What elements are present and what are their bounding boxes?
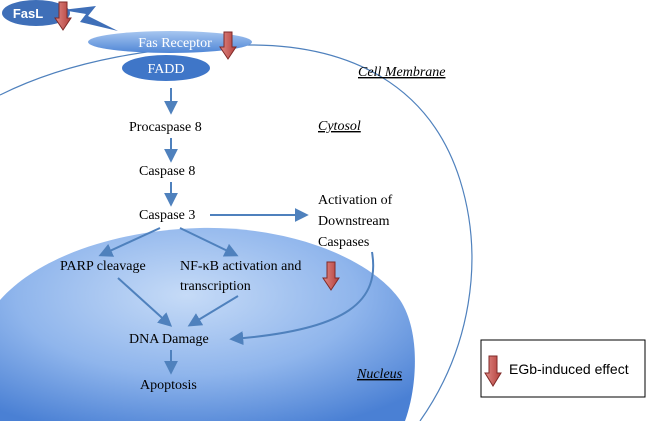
cell-membrane-outline xyxy=(0,44,473,421)
legend-text: EGb-induced effect xyxy=(509,361,629,377)
fas-receptor-ellipse xyxy=(88,31,252,53)
nucleus-region xyxy=(0,227,415,421)
downstream-line-1: Activation of xyxy=(318,193,393,208)
fas-receptor-label: Fas Receptor xyxy=(138,36,212,51)
egb-effect-arrow-fas-receptor xyxy=(219,31,237,60)
egb-effect-arrow-nfkb xyxy=(322,261,340,291)
lightning-bolt-icon xyxy=(62,6,118,31)
dna-damage-node: DNA Damage xyxy=(129,332,209,347)
arrow-parp-to-dna-damage xyxy=(117,277,173,327)
arrow-downstream-to-dna-damage xyxy=(229,251,375,346)
arrow-caspase3-to-nfkb xyxy=(179,227,239,257)
caspase3-node: Caspase 3 xyxy=(139,208,195,223)
procaspase8-node: Procaspase 8 xyxy=(129,120,202,135)
downstream-caspases-node: Activation of Downstream Caspases xyxy=(318,193,396,250)
fasl-label: FasL xyxy=(13,6,43,21)
nfkb-line-1: NF-κB activation and xyxy=(180,259,301,274)
caspase8-node: Caspase 8 xyxy=(139,164,195,179)
fadd-label: FADD xyxy=(147,62,184,77)
apoptosis-node: Apoptosis xyxy=(140,378,197,393)
downstream-line-3: Caspases xyxy=(318,235,369,250)
legend-box xyxy=(480,339,646,398)
fadd-ellipse xyxy=(122,55,210,81)
downstream-line-2: Downstream xyxy=(318,214,390,229)
down-arrow-icon xyxy=(484,355,502,387)
cell-membrane-label: Cell Membrane xyxy=(358,65,445,80)
legend: EGb-induced effect xyxy=(480,339,646,398)
egb-effect-arrow-fasl xyxy=(54,1,72,31)
nucleus-label: Nucleus xyxy=(356,367,403,382)
nfkb-line-2: transcription xyxy=(180,279,251,294)
fasl-ellipse xyxy=(2,0,70,26)
parp-cleavage-node: PARP cleavage xyxy=(60,259,146,274)
arrow-caspase3-to-parp xyxy=(98,227,161,257)
arrow-nfkb-to-dna-damage xyxy=(187,295,239,327)
nfkb-node: NF-κB activation and transcription xyxy=(180,259,305,294)
cytosol-label: Cytosol xyxy=(318,119,361,134)
pathway-arrows xyxy=(98,88,375,375)
